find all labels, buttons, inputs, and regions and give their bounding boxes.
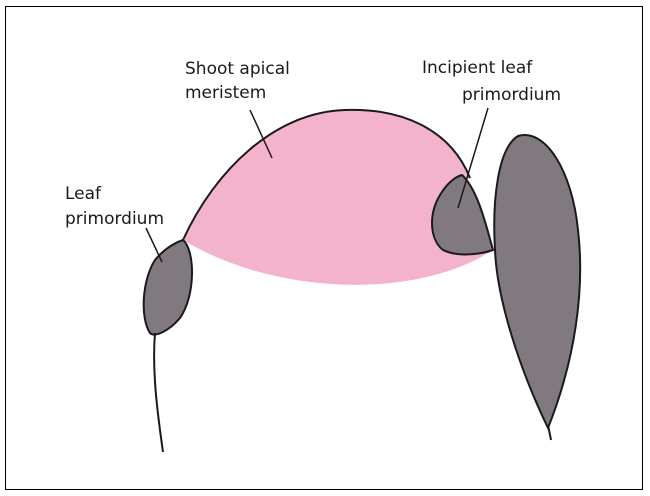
leaf-label-line2: primordium [65,209,164,229]
left-leaf-primordium [144,240,192,335]
right-stem-line [548,425,551,440]
incipient-label-line2: primordium [462,85,561,105]
sam-label-line1: Shoot apical [185,59,290,79]
leaf-label-line1: Leaf [65,184,102,204]
right-leaf-primordium [494,135,580,428]
sam-label-line2: meristem [185,83,266,103]
left-stem-line [154,333,163,452]
incipient-label-line1: Incipient leaf [422,58,533,78]
leaf-leader-line [146,228,162,262]
